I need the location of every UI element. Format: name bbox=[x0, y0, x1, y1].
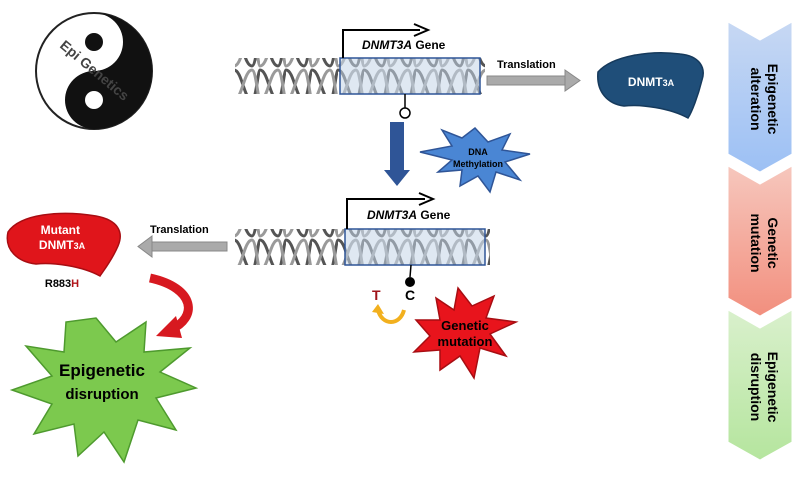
chevron-label-3: Epigeneticdisruption bbox=[748, 352, 781, 423]
chevron-3 bbox=[727, 309, 793, 461]
base-swap-arrow bbox=[376, 309, 406, 324]
promoter-arrow-bottom bbox=[346, 198, 425, 229]
chevron-label-2: Geneticmutation bbox=[748, 213, 781, 272]
epigenetic-disruption-star bbox=[9, 317, 199, 464]
dnmt3a-protein-normal bbox=[597, 52, 704, 119]
genetic-mutation-star bbox=[412, 286, 519, 380]
unmethylated-site-icon bbox=[399, 107, 411, 119]
down-arrow bbox=[384, 122, 410, 186]
translation-arrow-top bbox=[486, 69, 581, 92]
dna-strand-bottom bbox=[235, 228, 490, 266]
gene-box-top bbox=[339, 57, 481, 95]
base-from-label: T bbox=[372, 287, 381, 303]
base-to-label: C bbox=[405, 287, 415, 303]
gene-label-bottom: DNMT3A Gene bbox=[367, 208, 451, 222]
gene-box-bottom bbox=[344, 228, 486, 266]
chevron-2 bbox=[727, 165, 793, 317]
promoter-arrow-top bbox=[342, 29, 420, 58]
methylated-site-icon bbox=[405, 277, 415, 287]
protein-mutant-label: Mutant DNMT3A bbox=[39, 223, 86, 252]
dna-methylation-star bbox=[419, 126, 531, 194]
side-chevrons: EpigeneticalterationGeneticmutationEpige… bbox=[727, 21, 793, 461]
dna-strand-top bbox=[235, 57, 485, 95]
curved-red-arrow bbox=[148, 273, 193, 335]
chevron-label-1: Epigeneticalteration bbox=[748, 64, 781, 135]
protein-normal-label: DNMT3A bbox=[628, 75, 675, 89]
chevron-1 bbox=[727, 21, 793, 173]
translation-label-bottom: Translation bbox=[150, 224, 209, 236]
translation-arrow-bottom bbox=[137, 235, 228, 258]
yin-yang-icon: Epi Genetics bbox=[35, 12, 153, 130]
translation-label-top: Translation bbox=[497, 59, 556, 71]
gene-label-top: DNMT3A Gene bbox=[362, 38, 446, 52]
mutation-code-label: R883H bbox=[45, 278, 79, 290]
dnmt3a-protein-mutant bbox=[6, 212, 121, 277]
